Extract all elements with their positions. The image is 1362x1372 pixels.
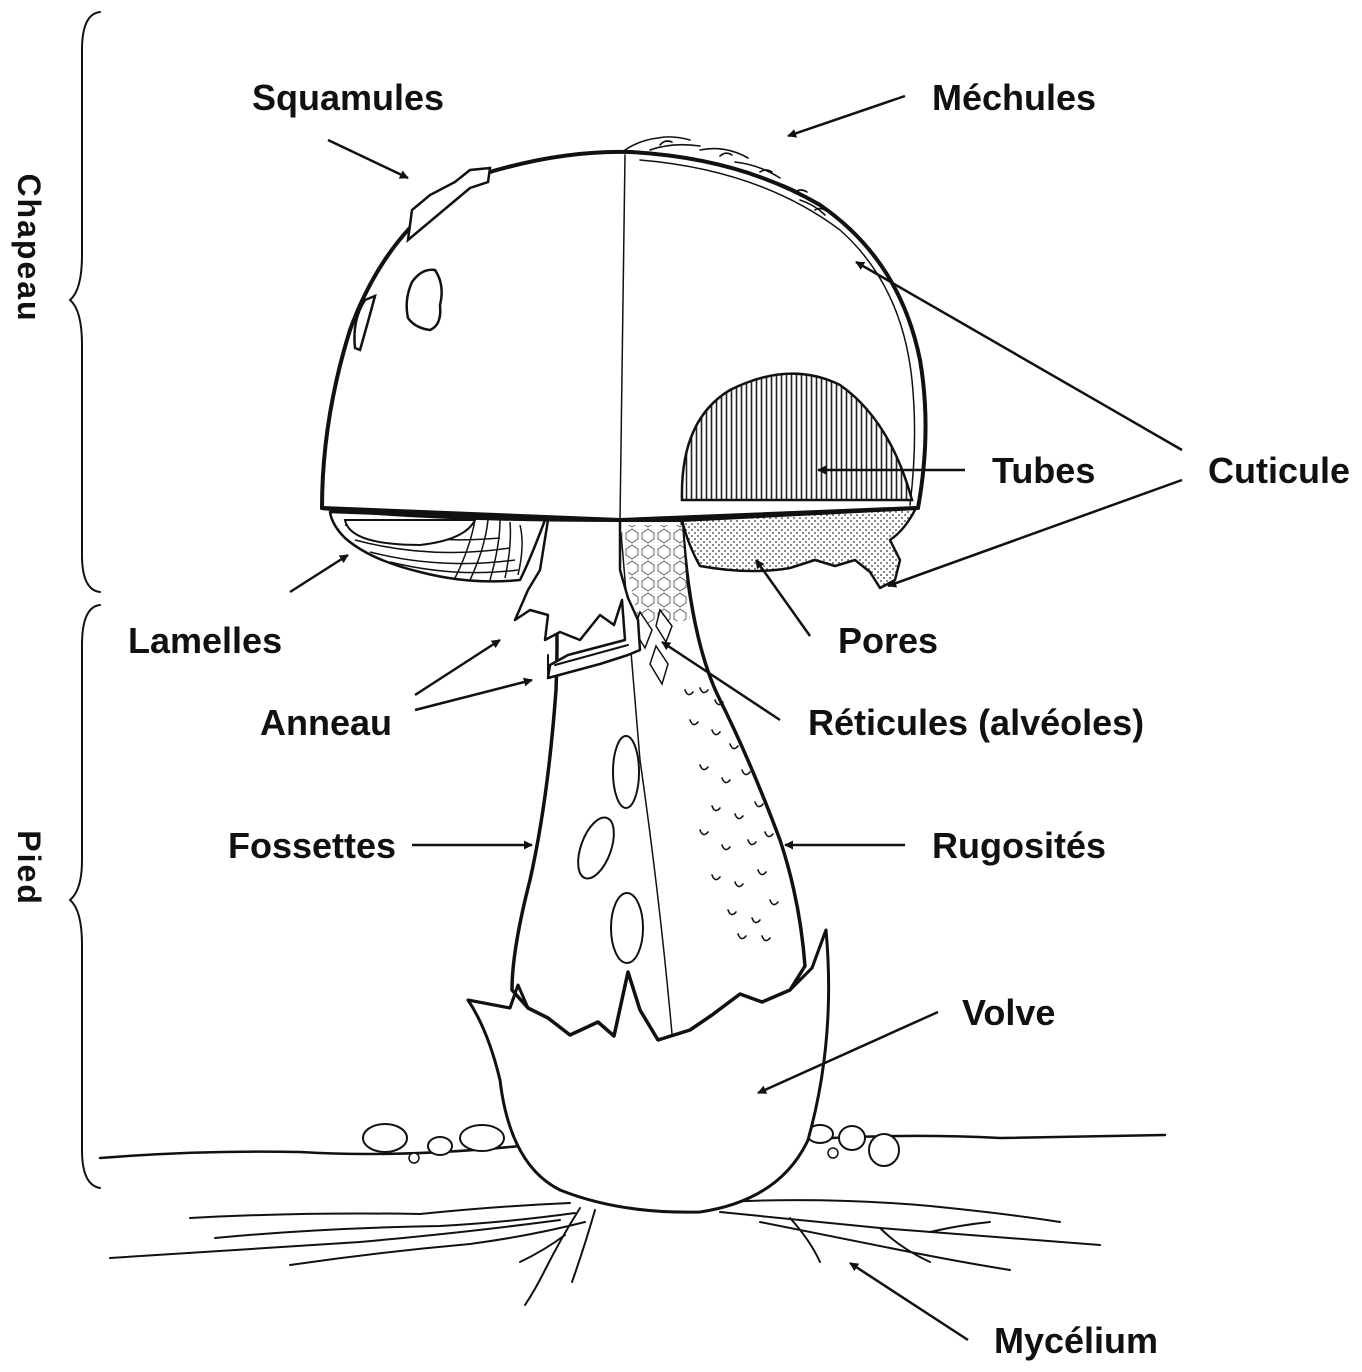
label-anneau: Anneau	[260, 702, 392, 743]
label-cuticule: Cuticule	[1208, 450, 1350, 491]
label-pores: Pores	[838, 620, 938, 661]
label-lamelles: Lamelles	[128, 620, 282, 661]
label-tubes: Tubes	[992, 450, 1095, 491]
label-mycelium: Mycélium	[994, 1320, 1158, 1361]
pied-brace	[70, 605, 100, 1188]
label-volve: Volve	[962, 992, 1055, 1033]
label-squamules: Squamules	[252, 77, 444, 118]
arrow-anneau-top	[415, 640, 500, 695]
chapeau-brace	[70, 12, 100, 592]
arrow-lamelles	[290, 555, 348, 592]
label-mechules: Méchules	[932, 77, 1096, 118]
stem-shape	[468, 520, 826, 1040]
arrow-mechules	[788, 96, 905, 136]
cap-shape	[322, 137, 926, 588]
label-fossettes: Fossettes	[228, 825, 396, 866]
pied-section-label: Pied	[11, 830, 47, 906]
arrow-pores	[756, 560, 810, 636]
arrow-mycelium	[850, 1263, 968, 1340]
chapeau-section-label: Chapeau	[11, 173, 47, 322]
label-reticules: Réticules (alvéoles)	[808, 702, 1144, 743]
mycelium-threads	[110, 1200, 1100, 1305]
label-rugosites: Rugosités	[932, 825, 1106, 866]
arrow-cuticule-edge	[888, 480, 1182, 586]
arrow-squamules	[328, 140, 408, 178]
